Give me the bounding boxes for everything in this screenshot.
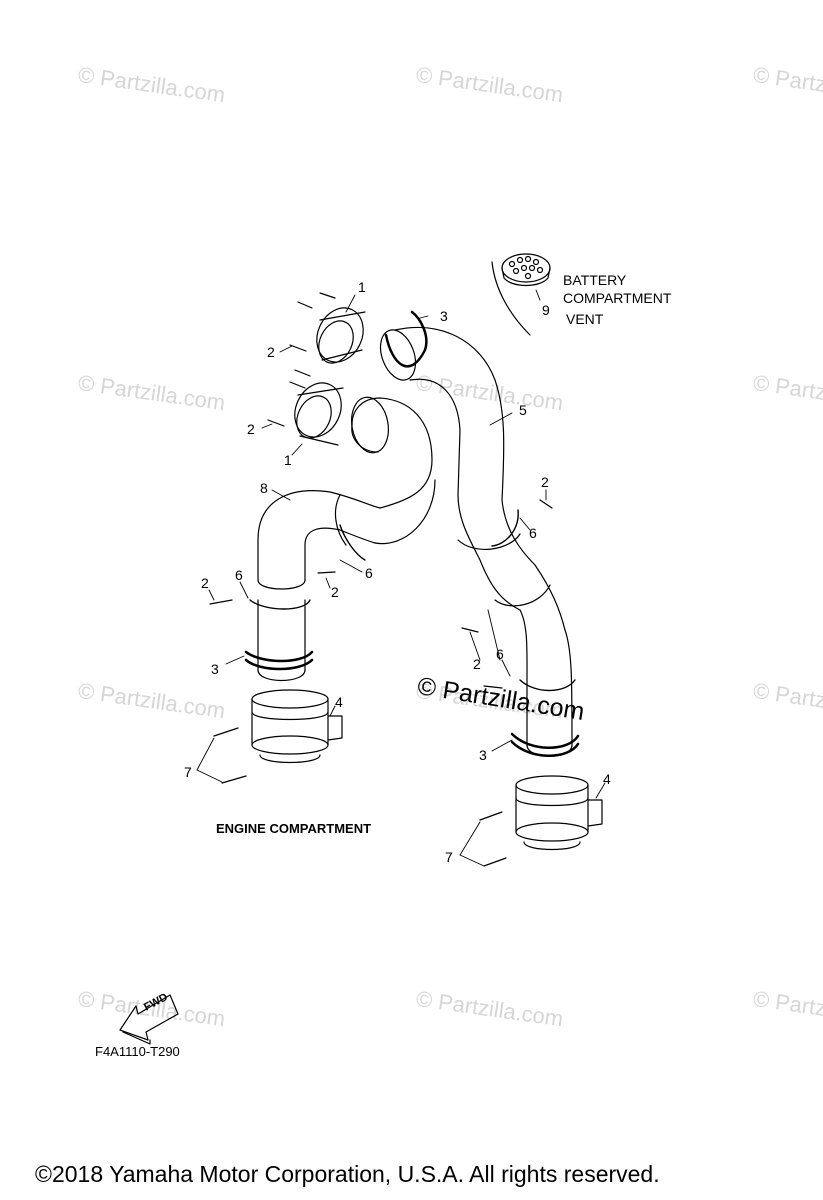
callout-5: 5: [519, 402, 527, 418]
hose-flange-right: [515, 775, 603, 851]
callout-2: 2: [541, 474, 549, 490]
left-hose-8: [257, 396, 436, 681]
callout-8: 8: [260, 480, 268, 496]
hose-flange-left: [251, 689, 343, 764]
fwd-arrow-icon: [119, 994, 179, 1045]
callout-3: 3: [211, 661, 219, 677]
battery-vent-label-line3: VENT: [566, 311, 604, 327]
callout-2: 2: [331, 584, 339, 600]
callout-4: 4: [335, 694, 343, 710]
callout-3: 3: [440, 308, 448, 324]
battery-vent-9: [491, 253, 551, 336]
callout-6: 6: [529, 525, 537, 541]
callout-7: 7: [184, 764, 192, 780]
battery-vent-label-line1: BATTERY: [563, 272, 627, 288]
callout-6: 6: [235, 567, 243, 583]
callout-6: 6: [365, 565, 373, 581]
callout-2: 2: [201, 575, 209, 591]
vent-cap-upper: [316, 307, 366, 364]
bands: [249, 509, 576, 692]
callout-2: 2: [473, 656, 481, 672]
clamps: [244, 310, 580, 757]
vent-cap-lower: [294, 382, 344, 446]
copyright-notice: ©2018 Yamaha Motor Corporation, U.S.A. A…: [35, 1161, 660, 1187]
battery-vent-label-line2: COMPARTMENT: [563, 290, 672, 306]
leader-lines: [196, 289, 606, 867]
callout-3: 3: [479, 747, 487, 763]
diagram-code: F4A1110-T290: [95, 1044, 180, 1059]
cap-screws: [267, 292, 336, 427]
screws: [209, 499, 553, 867]
callout-1: 1: [284, 452, 292, 468]
callout-7: 7: [445, 849, 453, 865]
callout-4: 4: [603, 771, 611, 787]
callout-9: 9: [542, 302, 550, 318]
engine-compartment-label: ENGINE COMPARTMENT: [216, 821, 372, 836]
callout-1: 1: [358, 279, 366, 295]
callout-2: 2: [267, 344, 275, 360]
callout-2: 2: [247, 421, 255, 437]
callout-6: 6: [496, 646, 504, 662]
